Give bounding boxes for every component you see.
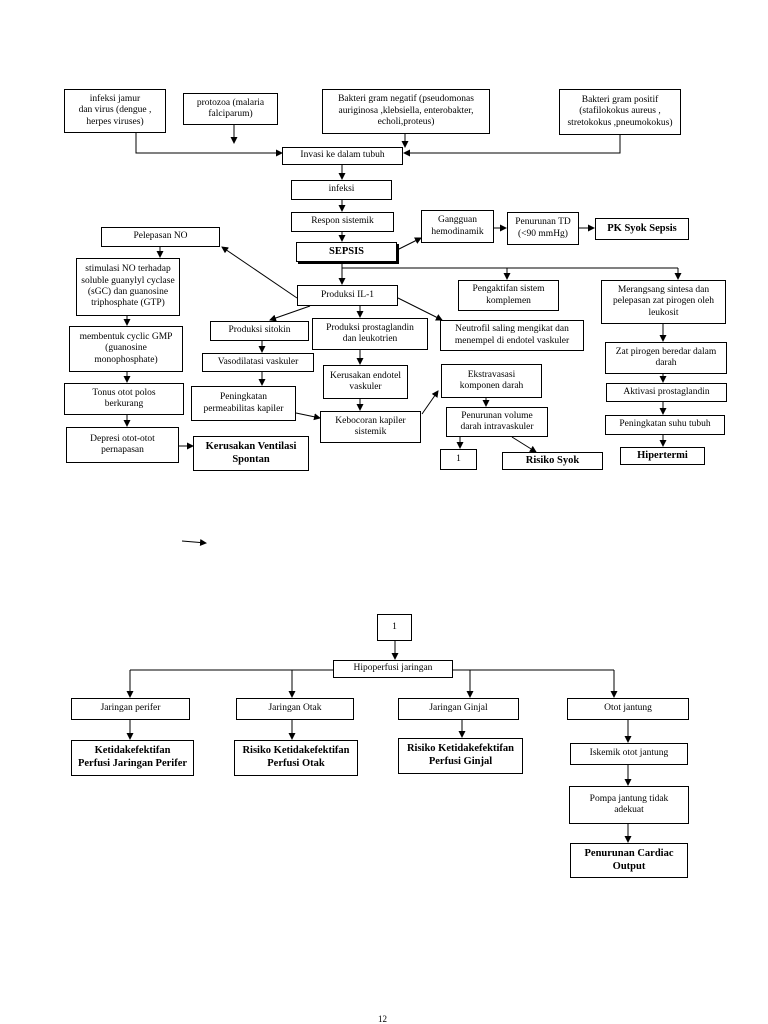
penurunan-cardiac-label: Penurunan Cardiac Output: [584, 847, 674, 872]
produksi-prostaglandin-box: Produksi prostaglandin dan leukotrien: [312, 318, 428, 350]
gangguan-label: Gangguan hemodinamik: [431, 215, 484, 237]
otot-jantung-label: Otot jantung: [604, 703, 652, 714]
tonus-box: Tonus otot polos berkurang: [64, 383, 184, 415]
pelepasan-no-label: Pelepasan NO: [133, 231, 188, 242]
hipoperfusi-box: Hipoperfusi jaringan: [333, 660, 453, 678]
peningkatan-permeabilitas-box: Peningkatan permeabilitas kapiler: [191, 386, 296, 421]
sepsis-box: SEPSIS: [296, 242, 397, 262]
respon-label: Respon sistemik: [311, 216, 374, 227]
penurunan-td-label: Penurunan TD (<90 mmHg): [515, 217, 571, 239]
pk-syok-label: PK Syok Sepsis: [607, 222, 677, 234]
vasodilatasi-box: Vasodilatasi vaskuler: [202, 353, 314, 372]
bakteri-positif-box: Bakteri gram positif (stafilokokus aureu…: [559, 89, 681, 135]
cyclic-gmp-box: membentuk cyclic GMP (guanosine monophos…: [69, 326, 183, 372]
bakteri-negatif-box: Bakteri gram negatif (pseudomonas aurigi…: [322, 89, 490, 134]
vasodilatasi-label: Vasodilatasi vaskuler: [217, 356, 299, 367]
produksi-sitokin-label: Produksi sitokin: [228, 325, 291, 336]
penurunan-volume-label: Penurunan volume darah intravaskuler: [460, 410, 534, 432]
penurunan-volume-box: Penurunan volume darah intravaskuler: [446, 407, 548, 437]
connector-lines: [123, 125, 682, 843]
zat-pirogen-label: Zat pirogen beredar dalam darah: [615, 346, 717, 368]
connector-1-label: 1: [456, 453, 461, 464]
risiko-ginjal-label: Risiko Ketidakefektifan Perfusi Ginjal: [406, 743, 515, 767]
risiko-syok-box: Risiko Syok: [502, 452, 603, 470]
jaringan-ginjal-box: Jaringan Ginjal: [398, 698, 519, 720]
jaringan-perifer-label: Jaringan perifer: [100, 703, 161, 714]
risiko-syok-label: Risiko Syok: [525, 454, 580, 466]
jaringan-ginjal-label: Jaringan Ginjal: [429, 703, 488, 714]
produksi-sitokin-box: Produksi sitokin: [210, 321, 309, 341]
infeksi-jamur-label: infeksi jamur dan virus (dengue , herpes…: [78, 93, 152, 127]
infeksi-label: infeksi: [328, 184, 355, 195]
pengaktifan-box: Pengaktifan sistem komplemen: [458, 280, 559, 311]
pk-syok-box: PK Syok Sepsis: [595, 218, 689, 240]
pengaktifan-label: Pengaktifan sistem komplemen: [472, 284, 545, 306]
connector-1b-label: 1: [392, 621, 397, 632]
kerusakan-endotel-box: Kerusakan endotel vaskuler: [323, 365, 408, 399]
hipertermi-box: Hipertermi: [620, 447, 705, 465]
pompa-box: Pompa jantung tidak adekuat: [569, 786, 689, 824]
neutrofil-box: Neutrofil saling mengikat dan menempel d…: [440, 320, 584, 351]
invasi-label: Invasi ke dalam tubuh: [300, 150, 385, 161]
produksi-prostaglandin-label: Produksi prostaglandin dan leukotrien: [326, 322, 414, 344]
bakteri-negatif-label: Bakteri gram negatif (pseudomonas aurigi…: [338, 94, 474, 128]
penurunan-td-box: Penurunan TD (<90 mmHg): [507, 212, 579, 245]
hipoperfusi-label: Hipoperfusi jaringan: [353, 663, 433, 674]
bakteri-positif-label: Bakteri gram positif (stafilokokus aureu…: [567, 94, 673, 128]
protozoa-label: protozoa (malaria falciparum): [196, 97, 265, 119]
pompa-label: Pompa jantung tidak adekuat: [589, 793, 669, 815]
risiko-otak-label: Risiko Ketidakefektifan Perfusi Otak: [242, 745, 350, 769]
iskemik-label: Iskemik otot jantung: [589, 748, 669, 759]
zat-pirogen-box: Zat pirogen beredar dalam darah: [605, 342, 727, 374]
depresi-label: Depresi otot-otot pernapasan: [90, 433, 155, 455]
kebocoran-label: Kebocoran kapiler sistemik: [335, 415, 406, 437]
produksi-il-label: Produksi IL-1: [320, 289, 375, 300]
jaringan-perifer-box: Jaringan perifer: [71, 698, 190, 720]
pelepasan-no-box: Pelepasan NO: [101, 227, 220, 247]
ekstravasasi-label: Ekstravasasi komponen darah: [459, 369, 524, 391]
infeksi-jamur-box: infeksi jamur dan virus (dengue , herpes…: [64, 89, 166, 133]
gangguan-box: Gangguan hemodinamik: [421, 210, 494, 243]
aktivasi-label: Aktivasi prostaglandin: [623, 386, 710, 397]
cyclic-gmp-label: membentuk cyclic GMP (guanosine monophos…: [79, 331, 173, 365]
kerusakan-ventilasi-label: Kerusakan Ventilasi Spontan: [205, 440, 297, 465]
merangsang-label: Merangsang sintesa dan pelepasan zat pir…: [612, 284, 715, 318]
peningkatan-permeabilitas-label: Peningkatan permeabilitas kapiler: [203, 392, 284, 414]
neutrofil-label: Neutrofil saling mengikat dan menempel d…: [454, 324, 570, 346]
sepsis-label: SEPSIS: [328, 245, 365, 257]
peningkatan-suhu-box: Peningkatan suhu tubuh: [605, 415, 725, 435]
connector-1b-box: 1: [377, 614, 412, 641]
hipertermi-label: Hipertermi: [637, 449, 688, 461]
produksi-il-box: Produksi IL-1: [297, 285, 398, 306]
ketidakefektifan-perifer-box: Ketidakefektifan Perfusi Jaringan Perife…: [71, 740, 194, 776]
ketidakefektifan-perifer-label: Ketidakefektifan Perfusi Jaringan Perife…: [77, 745, 188, 769]
risiko-otak-box: Risiko Ketidakefektifan Perfusi Otak: [234, 740, 358, 776]
tonus-label: Tonus otot polos berkurang: [92, 387, 156, 409]
penurunan-cardiac-box: Penurunan Cardiac Output: [570, 843, 688, 878]
peningkatan-suhu-label: Peningkatan suhu tubuh: [619, 419, 711, 430]
risiko-ginjal-box: Risiko Ketidakefektifan Perfusi Ginjal: [398, 738, 523, 774]
aktivasi-box: Aktivasi prostaglandin: [606, 383, 727, 402]
protozoa-box: protozoa (malaria falciparum): [183, 93, 278, 125]
jaringan-otak-box: Jaringan Otak: [236, 698, 354, 720]
otot-jantung-box: Otot jantung: [567, 698, 689, 720]
connector-1-box: 1: [440, 449, 477, 470]
kerusakan-ventilasi-box: Kerusakan Ventilasi Spontan: [193, 436, 309, 471]
merangsang-box: Merangsang sintesa dan pelepasan zat pir…: [601, 280, 726, 324]
ekstravasasi-box: Ekstravasasi komponen darah: [441, 364, 542, 398]
stimulasi-no-label: stimulasi NO terhadap soluble guanylyl c…: [81, 264, 175, 309]
kerusakan-endotel-label: Kerusakan endotel vaskuler: [330, 370, 401, 392]
infeksi-box: infeksi: [291, 180, 392, 200]
depresi-box: Depresi otot-otot pernapasan: [66, 427, 179, 463]
kebocoran-box: Kebocoran kapiler sistemik: [320, 411, 421, 443]
invasi-box: Invasi ke dalam tubuh: [282, 147, 403, 165]
iskemik-box: Iskemik otot jantung: [570, 743, 688, 765]
stimulasi-no-box: stimulasi NO terhadap soluble guanylyl c…: [76, 258, 180, 316]
page-number: 12: [378, 1014, 387, 1024]
jaringan-otak-label: Jaringan Otak: [268, 703, 322, 714]
respon-box: Respon sistemik: [291, 212, 394, 232]
